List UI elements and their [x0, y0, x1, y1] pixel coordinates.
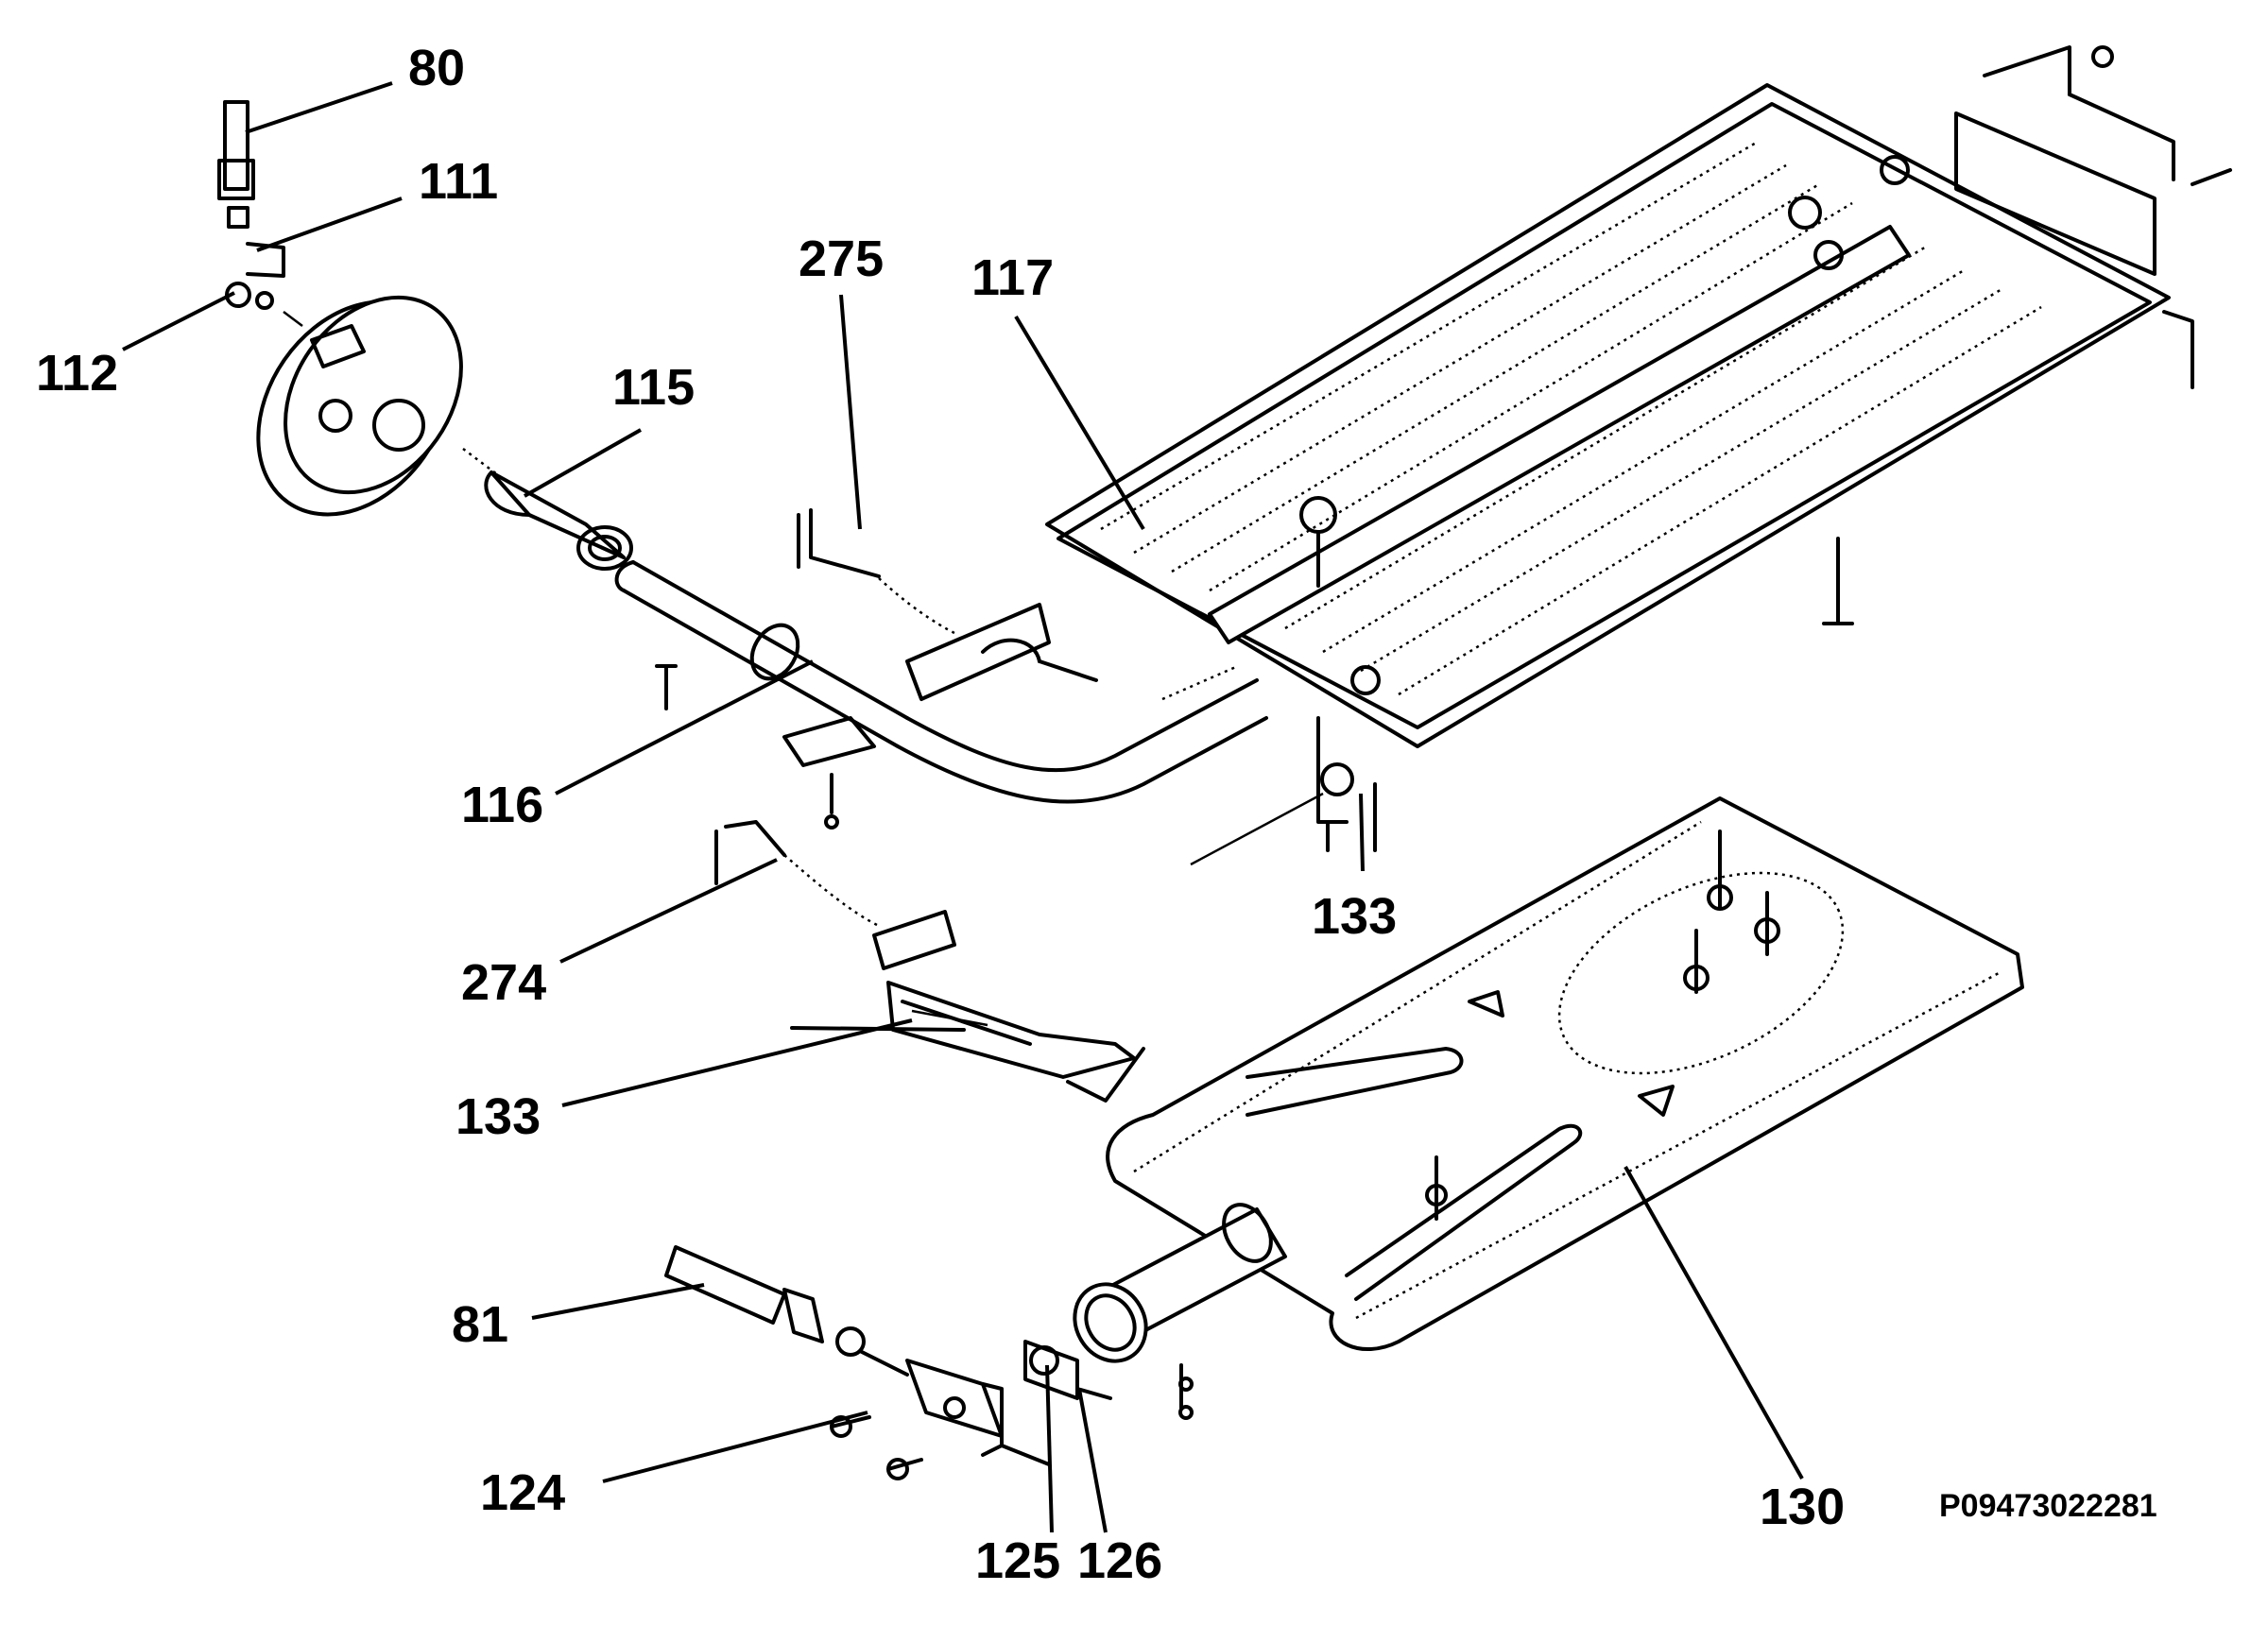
label-112: 112: [36, 345, 118, 402]
label-116: 116: [461, 777, 543, 833]
label-115: 115: [612, 359, 695, 416]
leader-lines: [122, 81, 1804, 1533]
label-126: 126: [1077, 1532, 1162, 1589]
grill-burner-117: [1045, 45, 2232, 866]
label-117: 117: [971, 249, 1054, 306]
label-130: 130: [1760, 1479, 1845, 1535]
bracket-275: [797, 508, 955, 635]
label-125: 125: [975, 1532, 1060, 1589]
valve-assembly: [217, 100, 463, 517]
label-124: 124: [480, 1464, 565, 1521]
label-274: 274: [461, 954, 546, 1011]
label-81: 81: [452, 1296, 508, 1353]
reference-code: P09473022281: [1939, 1488, 2157, 1524]
label-133-upper: 133: [1312, 888, 1397, 945]
label-111: 111: [419, 153, 498, 210]
bracket-274: [714, 820, 1145, 1103]
lower-burner-130: [1073, 796, 2024, 1420]
label-80: 80: [408, 40, 465, 96]
orifice-assembly: [664, 1245, 1112, 1480]
label-133-lower: 133: [455, 1088, 541, 1145]
label-275: 275: [799, 231, 884, 287]
part-labels: 80 111 112 115 275 117 116 133 274 133 8…: [36, 40, 2157, 1589]
burner-tube-assembly: [462, 448, 1268, 830]
